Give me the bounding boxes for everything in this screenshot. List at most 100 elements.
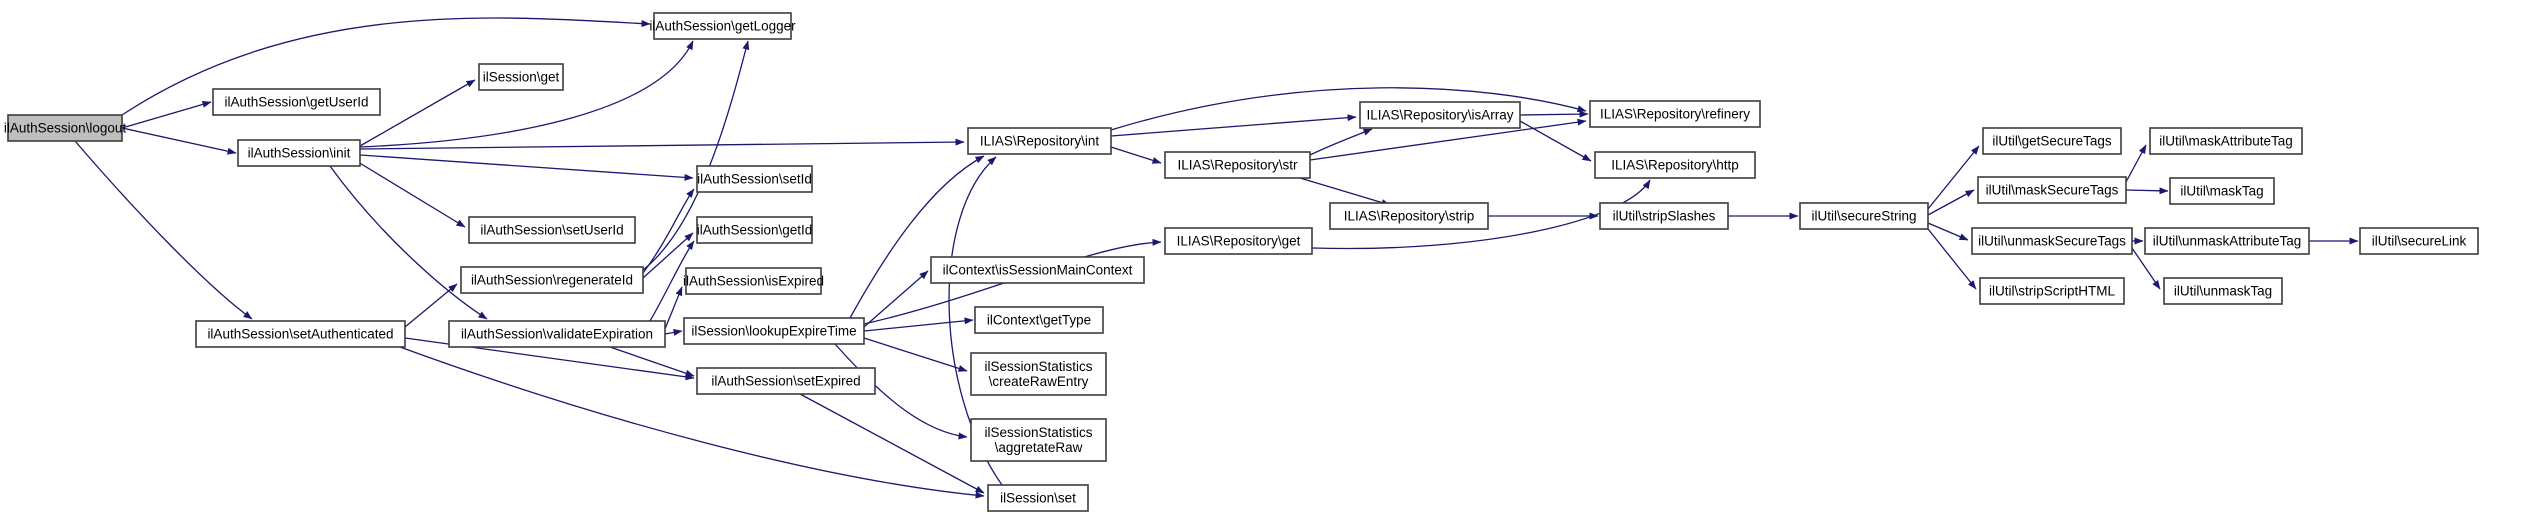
edge-lookupExpireTime-isSessionMainContext: [863, 270, 929, 328]
graph-node-label: ilUtil\getSecureTags: [1992, 134, 2112, 149]
graph-node-setExpired[interactable]: ilAuthSession\setExpired: [696, 367, 876, 395]
edge-rint-rrefinery: [1110, 87, 1587, 131]
graph-node-label: \createRawEntry: [989, 374, 1089, 389]
graph-node-setUserId[interactable]: ilAuthSession\setUserId: [468, 216, 636, 244]
graph-node-rrefinery[interactable]: ILIAS\Repository\refinery: [1589, 100, 1761, 128]
graph-node-label: ilAuthSession\setAuthenticated: [207, 327, 393, 342]
edge-validateExpiration-getId: [649, 240, 695, 322]
edge-logout-init: [121, 127, 237, 155]
graph-node-stripSlashes[interactable]: ilUtil\stripSlashes: [1599, 202, 1729, 230]
graph-node-rget[interactable]: ILIAS\Repository\get: [1164, 227, 1313, 255]
graph-node-aggretateRaw[interactable]: ilSessionStatistics\aggretateRaw: [970, 418, 1107, 462]
graph-node-label: ilAuthSession\init: [248, 146, 351, 161]
node-layer: ilAuthSession\logout ilAuthSession\getUse…: [4, 12, 2479, 512]
graph-node-getId[interactable]: ilAuthSession\getId: [696, 216, 813, 244]
graph-node-label: ilSessionStatistics: [984, 425, 1092, 440]
edge-maskSecureTags-maskAttributeTag: [2125, 144, 2147, 183]
graph-node-label: ilAuthSession\setId: [697, 172, 812, 187]
graph-node-label: ilUtil\maskAttributeTag: [2159, 134, 2293, 149]
edge-lookupExpireTime-createRawEntry: [863, 337, 968, 372]
graph-node-rstr[interactable]: ILIAS\Repository\str: [1164, 151, 1311, 179]
edge-rint-rstr: [1110, 146, 1162, 164]
graph-node-label: ilAuthSession\getLogger: [649, 19, 796, 34]
graph-node-getLogger[interactable]: ilAuthSession\getLogger: [649, 12, 796, 40]
edge-setExpired-sset: [799, 393, 985, 494]
edge-regenerateId-getId: [642, 232, 694, 279]
graph-node-label: ilAuthSession\setExpired: [711, 374, 860, 389]
graph-node-sget[interactable]: ilSession\get: [478, 63, 564, 91]
graph-node-label: ilUtil\unmaskTag: [2174, 284, 2272, 299]
graph-node-maskTag[interactable]: ilUtil\maskTag: [2169, 177, 2275, 205]
graph-node-label: ilSessionStatistics: [984, 359, 1092, 374]
graph-node-label: ilUtil\secureString: [1811, 209, 1916, 224]
graph-node-regenerateId[interactable]: ilAuthSession\regenerateId: [460, 266, 644, 294]
graph-node-rint[interactable]: ILIAS\Repository\int: [967, 127, 1112, 155]
graph-node-label: ilUtil\unmaskAttributeTag: [2153, 234, 2302, 249]
graph-node-createRawEntry[interactable]: ilSessionStatistics\createRawEntry: [970, 352, 1107, 396]
edge-logout-getLogger: [121, 17, 651, 116]
graph-node-validateExpiration[interactable]: ilAuthSession\validateExpiration: [448, 320, 666, 348]
edge-rget-rhttp: [1311, 179, 1651, 250]
graph-node-label: ilAuthSession\getId: [697, 223, 813, 238]
graph-node-setId[interactable]: ilAuthSession\setId: [696, 165, 813, 193]
edge-setAuthenticated-sset: [399, 346, 985, 499]
graph-node-unmaskTag[interactable]: ilUtil\unmaskTag: [2163, 277, 2283, 305]
graph-node-secureLink[interactable]: ilUtil\secureLink: [2359, 227, 2479, 255]
graph-node-isExpired[interactable]: ilAuthSession\isExpired: [683, 267, 824, 295]
graph-node-label: \aggretateRaw: [995, 440, 1083, 455]
edge-secureString-getSecureTags: [1927, 145, 1980, 210]
edge-unmaskSecureTags-unmaskTag: [2131, 247, 2161, 290]
graph-node-label: ILIAS\Repository\refinery: [1600, 107, 1750, 122]
edge-rstr-rrefinery: [1309, 118, 1587, 161]
graph-node-logout[interactable]: ilAuthSession\logout: [4, 114, 127, 142]
edge-risArray-rhttp: [1519, 120, 1592, 162]
graph-node-init[interactable]: ilAuthSession\init: [237, 139, 361, 167]
graph-node-label: ILIAS\Repository\int: [980, 134, 1100, 149]
edge-init-validateExpiration: [329, 165, 488, 320]
graph-node-label: ilAuthSession\regenerateId: [471, 273, 633, 288]
edge-regenerateId-setId: [642, 188, 695, 274]
edge-validateExpiration-isExpired: [664, 286, 683, 330]
graph-node-stripScriptHTML[interactable]: ilUtil\stripScriptHTML: [1979, 277, 2125, 305]
graph-node-label: ilAuthSession\isExpired: [683, 274, 824, 289]
graph-node-risArray[interactable]: ILIAS\Repository\isArray: [1359, 101, 1521, 129]
edge-validateExpiration-setExpired: [609, 346, 695, 377]
graph-node-label: ilSession\lookupExpireTime: [691, 324, 856, 339]
graph-node-label: ilSession\set: [1000, 491, 1076, 506]
graph-node-label: ilUtil\maskSecureTags: [1986, 183, 2119, 198]
graph-node-label: ILIAS\Repository\get: [1177, 234, 1301, 249]
edge-lookupExpireTime-aggretateRaw: [834, 343, 968, 440]
graph-node-maskSecureTags[interactable]: ilUtil\maskSecureTags: [1977, 176, 2127, 204]
graph-node-getSecureTags[interactable]: ilUtil\getSecureTags: [1982, 127, 2122, 155]
graph-node-maskAttributeTag[interactable]: ilUtil\maskAttributeTag: [2149, 127, 2303, 155]
graph-node-label: ilAuthSession\validateExpiration: [461, 327, 653, 342]
graph-node-label: ilUtil\stripScriptHTML: [1989, 284, 2116, 299]
graph-node-rhttp[interactable]: ILIAS\Repository\http: [1594, 151, 1756, 179]
graph-node-label: ILIAS\Repository\http: [1611, 158, 1739, 173]
edge-init-getLogger: [359, 40, 694, 148]
edge-maskSecureTags-maskTag: [2125, 187, 2169, 195]
graph-node-label: ilUtil\unmaskSecureTags: [1978, 234, 2126, 249]
edge-init-setUserId: [357, 161, 466, 228]
graph-node-sset[interactable]: ilSession\set: [987, 484, 1089, 512]
graph-node-label: ilAuthSession\getUserId: [224, 95, 368, 110]
graph-node-unmaskSecureTags[interactable]: ilUtil\unmaskSecureTags: [1971, 227, 2133, 255]
graph-node-label: ILIAS\Repository\strip: [1344, 209, 1475, 224]
graph-node-label: ilUtil\secureLink: [2372, 234, 2467, 249]
edge-lookupExpireTime-rint: [849, 155, 985, 319]
edge-secureString-unmaskSecureTags: [1927, 222, 1969, 241]
graph-node-getUserId[interactable]: ilAuthSession\getUserId: [212, 88, 381, 116]
edge-init-setId: [359, 154, 694, 181]
edge-rstr-rstrip: [1299, 177, 1391, 206]
graph-node-isSessionMainContext[interactable]: ilContext\isSessionMainContext: [930, 256, 1145, 284]
graph-node-label: ilSession\get: [483, 70, 560, 85]
graph-node-setAuthenticated[interactable]: ilAuthSession\setAuthenticated: [195, 320, 406, 348]
graph-node-unmaskAttributeTag[interactable]: ilUtil\unmaskAttributeTag: [2144, 227, 2310, 255]
graph-node-getType[interactable]: ilContext\getType: [974, 306, 1104, 334]
graph-node-label: ilAuthSession\setUserId: [480, 223, 623, 238]
graph-node-label: ilContext\isSessionMainContext: [943, 263, 1133, 278]
graph-node-lookupExpireTime[interactable]: ilSession\lookupExpireTime: [683, 317, 865, 345]
graph-node-secureString[interactable]: ilUtil\secureString: [1799, 202, 1929, 230]
graph-node-rstrip[interactable]: ILIAS\Repository\strip: [1329, 202, 1489, 230]
